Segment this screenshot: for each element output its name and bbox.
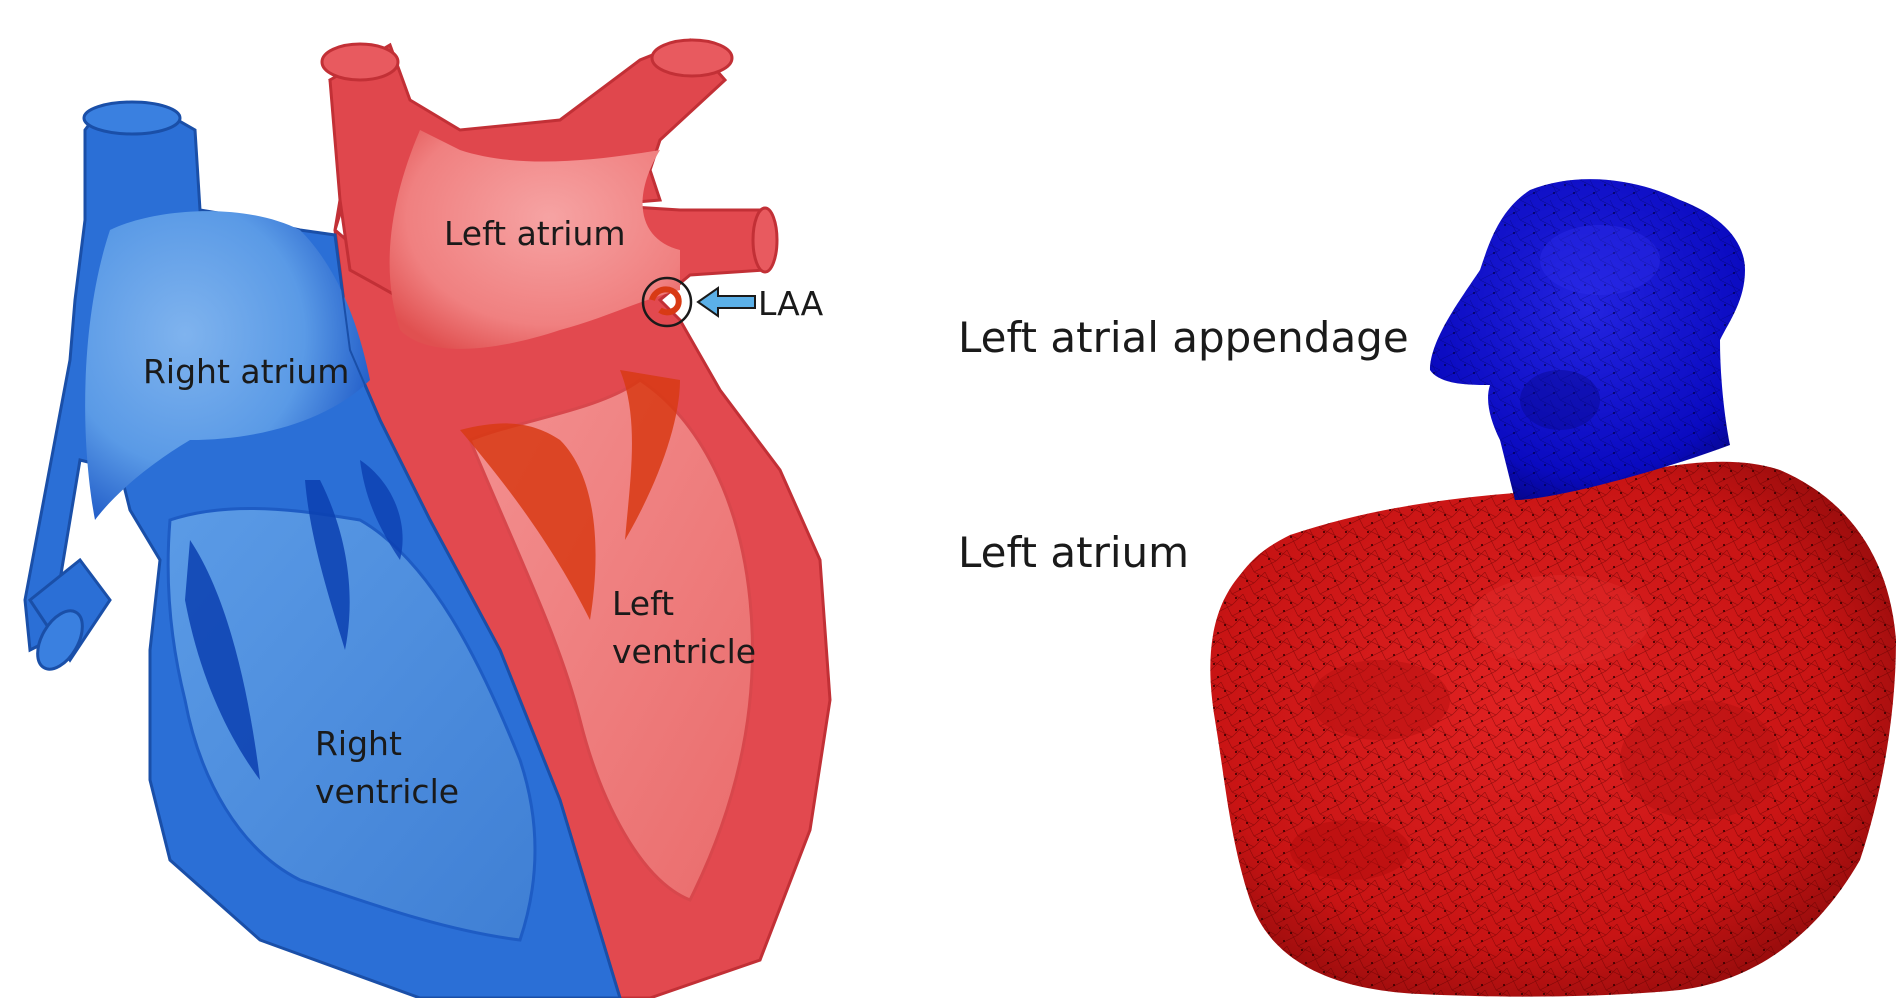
label-left-ventricle-line2: ventricle [612,632,756,671]
mesh-atrium [1210,462,1896,997]
label-right-atrium: Right atrium [143,352,349,391]
label-laa: LAA [758,284,824,323]
label-right-ventricle-line1: Right [315,724,402,763]
label-left-atrium: Left atrium [444,214,626,253]
laa-arrow-icon [698,288,755,316]
mesh-appendage [1430,179,1745,500]
label-left-ventricle-line1: Left [612,584,674,623]
laa-pointer [698,288,755,316]
label-left-atrial-appendage: Left atrial appendage [958,313,1409,362]
label-right-ventricle-line2: ventricle [315,772,459,811]
heart-diagram: Right atrium Right ventricle Left atrium… [25,40,830,998]
mesh-model: Left atrial appendage Left atrium [958,179,1896,997]
label-mesh-left-atrium: Left atrium [958,528,1189,577]
